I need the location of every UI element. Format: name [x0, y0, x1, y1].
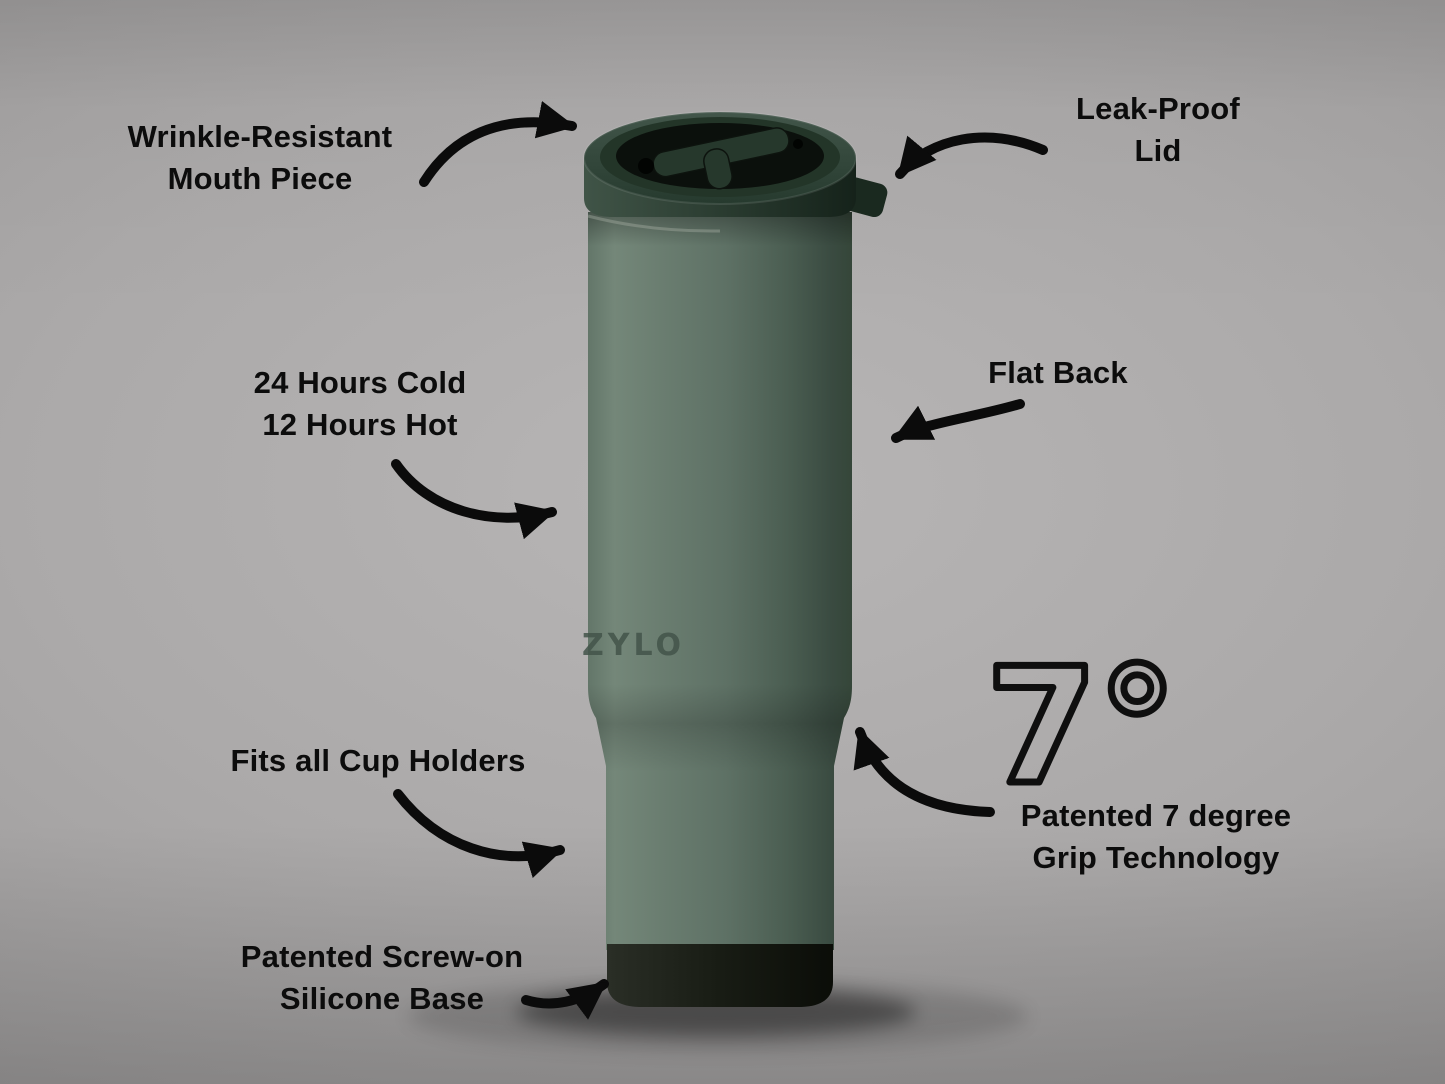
straw-cap: [638, 127, 803, 190]
label-base-line2: Silicone Base: [279, 981, 485, 1016]
seven-degree-badge: 7°: [983, 642, 1179, 807]
label-grip-line1: Patented 7 degree: [1020, 798, 1292, 833]
label-leak-proof: Leak-Proof Lid: [1008, 88, 1308, 172]
label-insulation-line2: 12 Hours Hot: [262, 407, 458, 442]
label-mouthpiece: Wrinkle-Resistant Mouth Piece: [60, 116, 460, 200]
lid-rim-highlight: [583, 111, 857, 205]
label-insulation-line1: 24 Hours Cold: [253, 365, 467, 400]
arrow-to-grip-icon: [853, 727, 995, 817]
label-mouthpiece-line1: Wrinkle-Resistant: [127, 119, 393, 154]
silicone-base: [607, 944, 833, 1007]
label-cup-holders: Fits all Cup Holders: [158, 740, 598, 782]
seven-degree-badge-text: 7°: [986, 642, 1177, 807]
arrow-to-mouthpiece-icon: [419, 100, 577, 187]
arrow-to-flat-back-icon: [891, 399, 1025, 443]
arrow-to-taper-icon: [393, 789, 565, 879]
label-cup-holders-line1: Fits all Cup Holders: [230, 743, 526, 778]
label-base: Patented Screw-on Silicone Base: [192, 936, 572, 1020]
metal-band-highlight: [587, 214, 721, 233]
spout-hole: [638, 158, 654, 174]
shoulder-shade: [588, 684, 852, 772]
label-leak-proof-line2: Lid: [1134, 133, 1182, 168]
arrow-to-body-icon: [391, 459, 557, 540]
label-grip-line2: Grip Technology: [1032, 840, 1280, 875]
label-mouthpiece-line2: Mouth Piece: [167, 161, 353, 196]
label-base-line1: Patented Screw-on: [240, 939, 524, 974]
vent-hole: [793, 139, 803, 149]
under-lid-shadow: [588, 212, 852, 246]
label-grip: Patented 7 degree Grip Technology: [986, 795, 1326, 879]
brand-embossed-text: ZYLO: [582, 628, 685, 663]
label-insulation: 24 Hours Cold 12 Hours Hot: [185, 362, 535, 446]
arrow-to-lid-icon: [895, 132, 1048, 179]
label-flat-back: Flat Back: [928, 352, 1188, 394]
arrow-to-base-icon: [521, 979, 609, 1020]
label-leak-proof-line1: Leak-Proof: [1076, 91, 1240, 126]
straw-cap-stem: [703, 148, 733, 190]
label-flat-back-line1: Flat Back: [988, 355, 1128, 390]
